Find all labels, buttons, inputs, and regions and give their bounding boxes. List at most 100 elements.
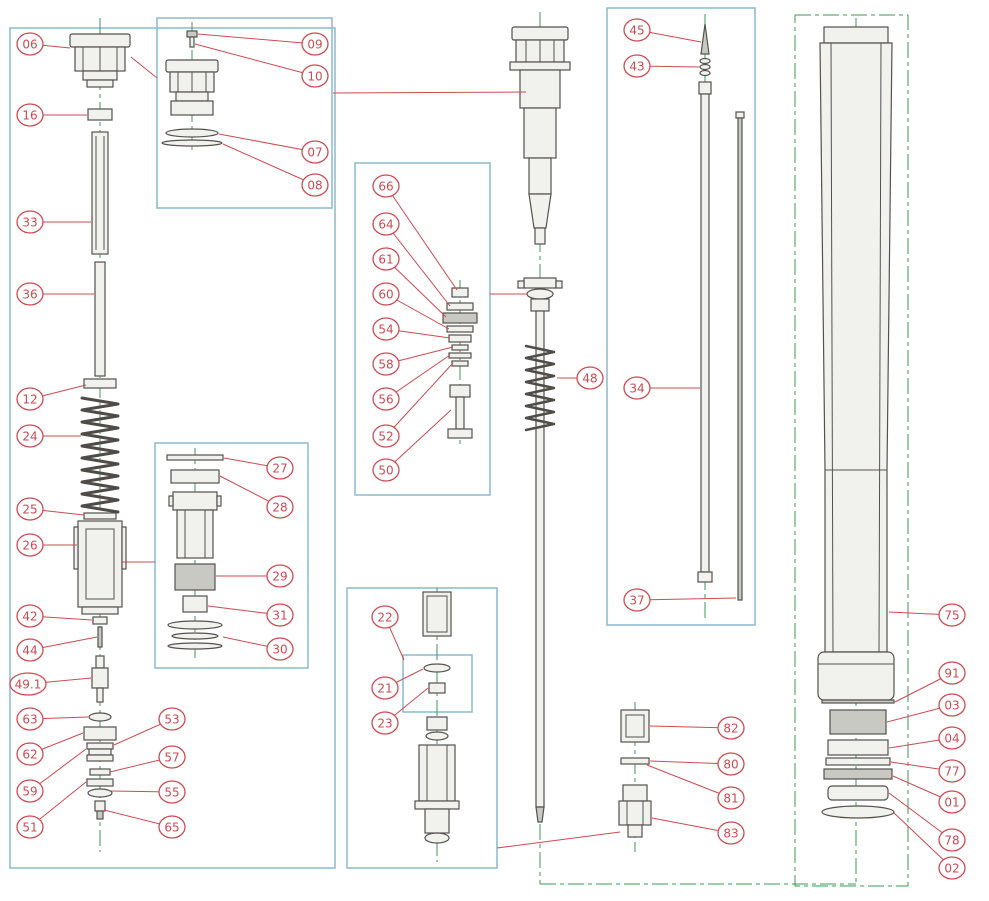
callout-bubble (717, 752, 745, 776)
rod-detail-assembly (697, 23, 745, 601)
callout-83: 83 (651, 817, 745, 845)
dust-seal-78-part (827, 785, 889, 801)
callout-bubble (371, 605, 399, 629)
callout-91: 91 (894, 661, 966, 703)
callout-number: 30 (272, 643, 287, 657)
shim-52-part (451, 360, 469, 367)
callout-number: 02 (944, 862, 959, 876)
spring-washer-part (83, 378, 117, 389)
callout-62: 62 (16, 732, 84, 766)
callout-55: 55 (110, 780, 186, 804)
callout-bubble (266, 495, 294, 519)
cartridge-head-part (509, 26, 571, 245)
callout-number: 21 (377, 682, 392, 696)
centerline-box (794, 14, 909, 887)
shim-stack-part (86, 742, 114, 762)
callout-bubble (16, 707, 44, 731)
callout-number: 10 (307, 70, 322, 84)
callout-leader (385, 354, 451, 400)
callout-number: 22 (377, 611, 392, 625)
callout-bubble (16, 387, 44, 411)
callout-number: 59 (22, 785, 37, 799)
callout-36: 36 (16, 282, 94, 306)
callout-27: 27 (223, 456, 294, 480)
detail-frames (9, 7, 756, 869)
callout-bubble (938, 790, 966, 814)
collar-part (92, 616, 108, 625)
callout-60: 60 (372, 282, 450, 330)
callout-leader (385, 223, 451, 307)
callout-leader (636, 597, 737, 601)
callout-42: 42 (16, 604, 93, 628)
callout-bubble (938, 693, 966, 717)
callout-number: 34 (629, 382, 644, 396)
callout-bubble (158, 780, 186, 804)
cartridge-assembly (509, 26, 571, 823)
callout-number: 64 (378, 218, 393, 232)
callout-53: 53 (113, 707, 186, 746)
callout-bubble (16, 210, 44, 234)
callout-26: 26 (16, 533, 77, 557)
callout-bubble (623, 54, 651, 78)
oil-seal-03-part (829, 709, 887, 735)
callout-bubble (158, 815, 186, 839)
shim-56-part (448, 352, 472, 359)
callout-31: 31 (207, 603, 294, 627)
callout-bubble (372, 247, 400, 271)
callout-bubble (16, 424, 44, 448)
o-ring-part (88, 712, 112, 722)
callout-number: 42 (22, 610, 37, 624)
left-fork-assembly (69, 33, 131, 820)
callout-number: 55 (164, 786, 179, 800)
callout-bubble (266, 637, 294, 661)
callout-leader (892, 811, 953, 869)
callout-59: 59 (16, 748, 87, 803)
rebound-screw-part (94, 800, 106, 820)
callout-number: 63 (22, 713, 37, 727)
callout-number: 09 (307, 38, 322, 52)
callout-51: 51 (16, 781, 87, 839)
washers-30-part (167, 620, 223, 650)
callout-61: 61 (372, 247, 447, 318)
callout-56: 56 (372, 354, 451, 411)
callout-number: 16 (22, 109, 37, 123)
callout-number: 25 (22, 503, 37, 517)
bolt-83-part (618, 784, 652, 838)
callout-bubble (938, 828, 966, 852)
lower-washer-part (86, 778, 114, 787)
callout-number: 29 (272, 570, 287, 584)
damper-rod-upper-part (91, 131, 109, 255)
callout-37: 37 (623, 588, 737, 612)
nut-31-part (182, 595, 208, 613)
cap-detail-assembly (161, 30, 223, 147)
callout-number: 01 (944, 796, 959, 810)
callout-bubble (158, 707, 186, 731)
callout-bubble (371, 676, 399, 700)
compression-parts (618, 709, 652, 838)
callout-34: 34 (623, 376, 700, 400)
band-28-part (170, 469, 220, 484)
detail-connectors (122, 56, 621, 849)
callout-10: 10 (194, 43, 329, 88)
detail-frame (154, 442, 309, 669)
cap-detail-part (165, 59, 219, 116)
callout-leader (385, 362, 454, 437)
callout-leader (194, 43, 316, 77)
callout-30: 30 (222, 636, 294, 661)
detail-frame (9, 27, 336, 869)
callout-leader (385, 409, 452, 471)
callout-bubble (623, 588, 651, 612)
piston-holder-part (168, 491, 222, 559)
cylinder-22-part (422, 591, 452, 637)
callout-leader (888, 792, 953, 841)
spring-cup-part (83, 726, 117, 741)
callout-leader (385, 258, 447, 318)
callout-78: 78 (888, 792, 966, 852)
callout-number: 58 (378, 358, 393, 372)
callout-49.1: 49.1 (9, 672, 92, 696)
detail-frame (354, 162, 491, 496)
callout-number: 45 (629, 24, 644, 38)
fork-cap-part (69, 33, 131, 88)
callout-09: 09 (197, 32, 329, 56)
